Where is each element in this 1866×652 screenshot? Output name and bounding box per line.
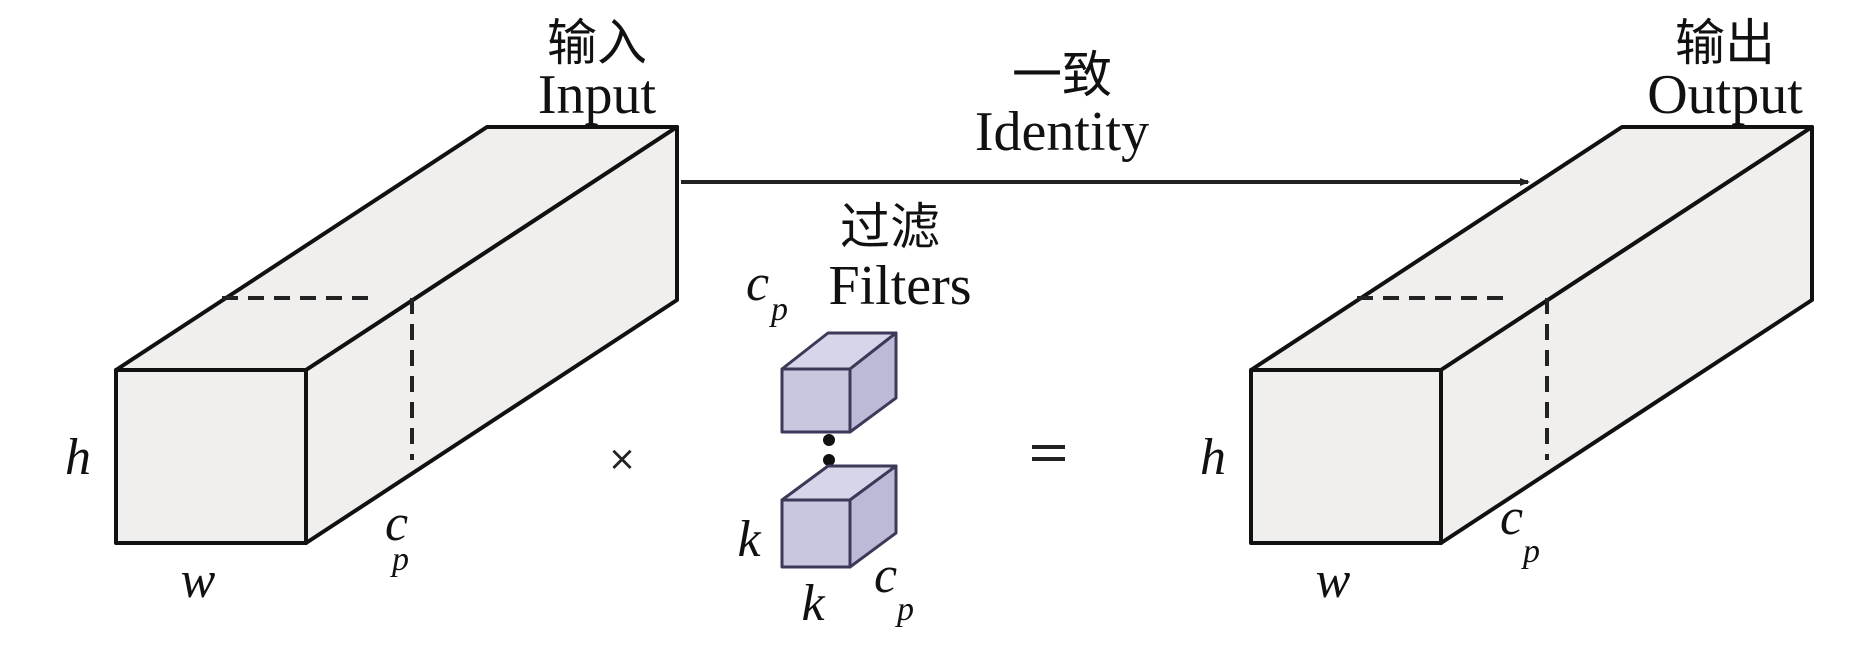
filter-cube-top-front-face	[780, 367, 852, 434]
filters-label-cn: 过滤	[840, 199, 940, 255]
filter-dim-k-height: k	[737, 511, 761, 568]
input-dim-w: w	[181, 552, 216, 609]
input-label-cn: 输入	[547, 15, 647, 71]
filter-dim-k-width: k	[801, 575, 825, 632]
filters-count-c-subscript: p	[769, 291, 788, 328]
identity-label-cn: 一致	[1012, 47, 1112, 103]
output-tensor	[1249, 125, 1814, 545]
input-dim-c-subscript: p	[390, 541, 409, 578]
output-label-cn: 输出	[1675, 15, 1775, 71]
filters-count-c: c	[746, 255, 769, 312]
input-label-en: Input	[538, 64, 657, 126]
filter-dim-c: c	[874, 547, 897, 604]
output-dim-w: w	[1316, 552, 1351, 609]
output-label-en: Output	[1647, 64, 1803, 126]
ellipsis-dot	[823, 454, 835, 466]
identity-label-en: Identity	[975, 101, 1149, 163]
input-dim-h: h	[65, 429, 91, 486]
multiply-operator: ×	[608, 439, 637, 479]
ellipsis-dot	[823, 434, 835, 446]
filter-cube-bottom-front-face	[780, 498, 852, 569]
input-tensor	[114, 125, 679, 545]
filter-cube-bottom	[780, 464, 898, 569]
filters-label-en: Filters	[828, 255, 971, 317]
input-dim-c: c	[385, 495, 408, 552]
filter-dim-c-subscript: p	[895, 591, 914, 628]
output-front-face	[1249, 368, 1443, 545]
output-dim-c-subscript: p	[1521, 533, 1540, 570]
input-front-face	[114, 368, 308, 545]
output-dim-c: c	[1500, 489, 1523, 546]
output-dim-h: h	[1200, 429, 1226, 486]
filter-cube-top	[780, 331, 898, 434]
